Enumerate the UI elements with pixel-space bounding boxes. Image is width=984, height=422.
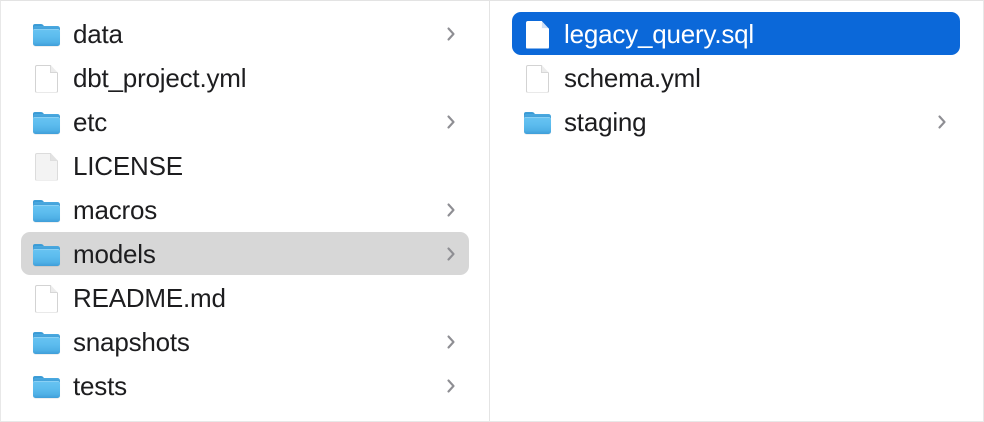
folder-row[interactable]: tests	[21, 364, 469, 407]
folder-icon	[31, 195, 61, 225]
item-label: LICENSE	[73, 150, 183, 181]
folder-row[interactable]: snapshots	[21, 320, 469, 363]
item-label: tests	[73, 370, 127, 401]
chevron-right-icon[interactable]	[445, 245, 457, 263]
item-label: staging	[564, 106, 647, 137]
chevron-right-icon[interactable]	[445, 113, 457, 131]
file-row[interactable]: README.md	[21, 276, 469, 319]
item-label: macros	[73, 194, 158, 225]
item-label: models	[73, 238, 156, 269]
item-label: legacy_query.sql	[564, 18, 754, 49]
chevron-right-icon[interactable]	[445, 25, 457, 43]
document-icon	[31, 283, 61, 313]
folder-icon	[31, 371, 61, 401]
file-row[interactable]: legacy_query.sql	[512, 12, 960, 55]
folder-icon	[522, 107, 552, 137]
item-label: data	[73, 18, 123, 49]
folder-row[interactable]: staging	[512, 100, 960, 143]
folder-row[interactable]: etc	[21, 100, 469, 143]
chevron-right-icon[interactable]	[445, 333, 457, 351]
document-icon	[31, 63, 61, 93]
item-label: snapshots	[73, 326, 190, 357]
folder-icon	[31, 327, 61, 357]
document-icon	[522, 19, 552, 49]
document-icon	[31, 151, 61, 181]
folder-icon	[31, 239, 61, 269]
file-browser-column-child[interactable]: legacy_query.sql schema.yml staging	[490, 1, 983, 421]
folder-row[interactable]: models	[21, 232, 469, 275]
folder-icon	[31, 19, 61, 49]
file-row[interactable]: LICENSE	[21, 144, 469, 187]
chevron-right-icon[interactable]	[936, 113, 948, 131]
file-row[interactable]: schema.yml	[512, 56, 960, 99]
folder-row[interactable]: macros	[21, 188, 469, 231]
item-label: etc	[73, 106, 108, 137]
chevron-right-icon[interactable]	[445, 377, 457, 395]
folder-icon	[31, 107, 61, 137]
item-label: schema.yml	[564, 62, 701, 93]
folder-row[interactable]: data	[21, 12, 469, 55]
chevron-right-icon[interactable]	[445, 201, 457, 219]
document-icon	[522, 63, 552, 93]
file-row[interactable]: dbt_project.yml	[21, 56, 469, 99]
item-label: README.md	[73, 282, 226, 313]
item-label: dbt_project.yml	[73, 62, 247, 93]
